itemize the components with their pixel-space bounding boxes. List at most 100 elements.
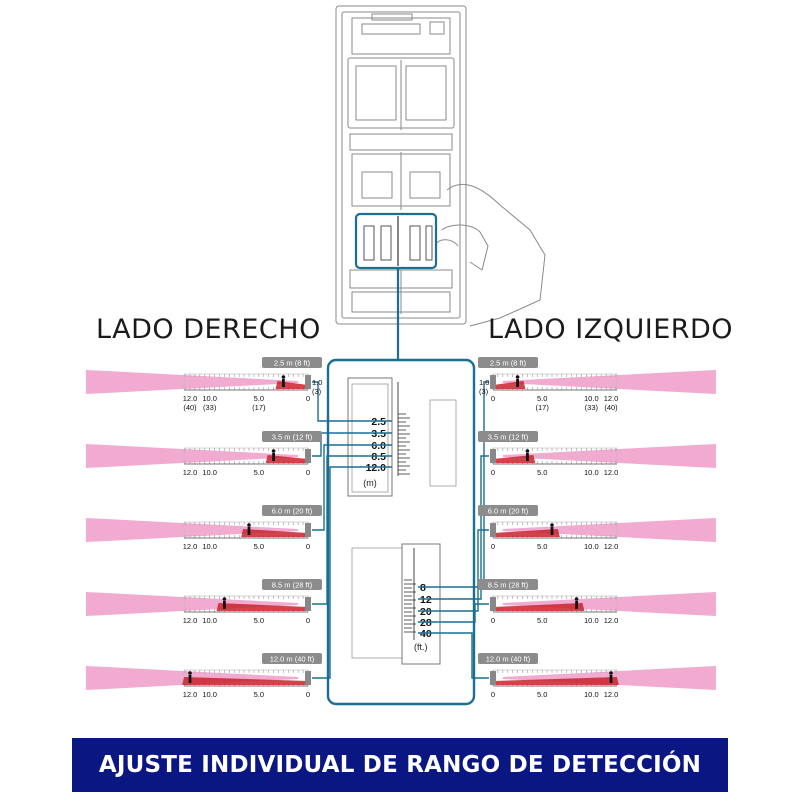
range-tick-label-ft: (33) — [585, 403, 599, 412]
detection-beam — [86, 444, 299, 468]
range-tick-label: 12.0 — [183, 616, 198, 625]
range-tick-label: 12.0 — [604, 394, 619, 403]
connector-line — [312, 466, 392, 679]
range-tick-label: 12.0 — [183, 542, 198, 551]
person-marker-icon — [222, 597, 227, 601]
connector-line — [312, 455, 392, 605]
range-tick-label: 0 — [491, 690, 495, 699]
meter-scale-label: 12.0 — [366, 462, 387, 474]
feet-unit-label: (ft.) — [414, 642, 428, 652]
range-badge-label: 8.5 m (28 ft) — [272, 581, 313, 590]
banner-text: AJUSTE INDIVIDUAL DE RANGO DE DETECCIÓN — [98, 752, 702, 778]
person-marker-icon — [271, 449, 276, 453]
near-distance-label: 1.0 — [479, 378, 489, 387]
feet-scale-label: 28 — [420, 617, 432, 629]
detection-beam — [86, 592, 299, 616]
connector-line — [418, 603, 489, 623]
person-marker-body — [575, 601, 578, 609]
meter-scale-label: 6.0 — [371, 440, 386, 452]
detection-zone — [241, 529, 308, 537]
range-tick-label: 10.0 — [584, 542, 599, 551]
connector-line — [418, 455, 489, 600]
range-tick-label: 10.0 — [584, 394, 599, 403]
person-marker-body — [516, 379, 519, 387]
connector-lines — [312, 381, 489, 679]
range-row-left: 12.0 m (40 ft)12.010.05.00 — [478, 653, 716, 699]
feet-scale-label: 12 — [420, 594, 432, 606]
range-badge-label: 8.5 m (28 ft) — [488, 581, 529, 590]
near-distance-label-ft: (3) — [479, 387, 489, 396]
range-tick-label-ft: (40) — [183, 403, 197, 412]
range-tick-label: 5.0 — [537, 394, 547, 403]
range-tick-label: 0 — [306, 394, 310, 403]
sensor-stub — [490, 597, 496, 611]
person-marker-body — [223, 601, 226, 609]
range-tick-label: 5.0 — [254, 542, 264, 551]
range-tick-label: 10.0 — [202, 616, 217, 625]
detection-beam — [502, 592, 716, 616]
range-tick-label: 5.0 — [537, 468, 547, 477]
range-badge — [262, 505, 322, 516]
sensor-stub — [490, 671, 496, 685]
range-badge — [478, 579, 538, 590]
range-badge — [478, 653, 538, 664]
range-tick-label: 10.0 — [202, 542, 217, 551]
range-tick-label: 12.0 — [604, 468, 619, 477]
range-badge-label: 12.0 m (40 ft) — [486, 655, 531, 664]
range-tick-label: 12.0 — [604, 690, 619, 699]
range-badge — [262, 579, 322, 590]
range-tick-label: 5.0 — [254, 394, 264, 403]
detection-zone — [493, 677, 619, 685]
meter-scale-label: 2.5 — [371, 416, 386, 428]
sensor-device-illustration — [335, 5, 546, 327]
near-distance-label-ft: (3) — [312, 387, 322, 396]
detection-beam — [502, 518, 716, 542]
connector-line — [418, 529, 489, 612]
detection-beam — [502, 370, 716, 394]
connector-line — [312, 432, 392, 457]
range-tick-label: 5.0 — [537, 690, 547, 699]
meter-scale: 2.53.56.08.512.0(m) — [363, 413, 410, 488]
range-badge-label: 12.0 m (40 ft) — [270, 655, 315, 664]
connector-line — [312, 381, 392, 422]
range-tick-label: 10.0 — [202, 690, 217, 699]
range-tick-label-ft: (17) — [252, 403, 266, 412]
scale-callout-box — [326, 358, 476, 706]
person-marker-icon — [550, 523, 554, 527]
range-tick-label: 0 — [306, 468, 310, 477]
range-tick-label: 0 — [491, 542, 495, 551]
range-tick-label: 12.0 — [183, 468, 198, 477]
detection-zone — [182, 677, 308, 685]
range-tick-label: 5.0 — [254, 616, 264, 625]
range-badge-label: 6.0 m (20 ft) — [488, 507, 529, 516]
person-marker-body — [188, 675, 192, 683]
range-tick-label: 12.0 — [604, 542, 619, 551]
range-tick-label: 12.0 — [604, 616, 619, 625]
detection-zone — [493, 455, 536, 463]
bottom-banner: AJUSTE INDIVIDUAL DE RANGO DE DETECCIÓN — [72, 738, 728, 792]
left-side-title: LADO IZQUIERDO — [488, 314, 734, 345]
range-tick-label: 0 — [306, 616, 310, 625]
range-tick-label-ft: (40) — [604, 403, 618, 412]
person-marker-icon — [574, 597, 579, 601]
range-badge-label: 6.0 m (20 ft) — [272, 507, 313, 516]
range-tick-label: 0 — [491, 616, 495, 625]
sensor-stub — [305, 671, 311, 685]
range-tick-label: 10.0 — [202, 394, 217, 403]
detection-zone — [493, 529, 560, 537]
person-marker-icon — [525, 449, 530, 453]
connector-line — [418, 632, 489, 679]
range-tick-label: 5.0 — [537, 616, 547, 625]
range-badge — [478, 357, 538, 368]
person-marker-icon — [515, 375, 520, 379]
range-badge-label: 3.5 m (12 ft) — [488, 433, 529, 442]
range-tick-label: 5.0 — [254, 690, 264, 699]
detection-zone — [216, 603, 308, 611]
detection-beam — [86, 370, 299, 394]
